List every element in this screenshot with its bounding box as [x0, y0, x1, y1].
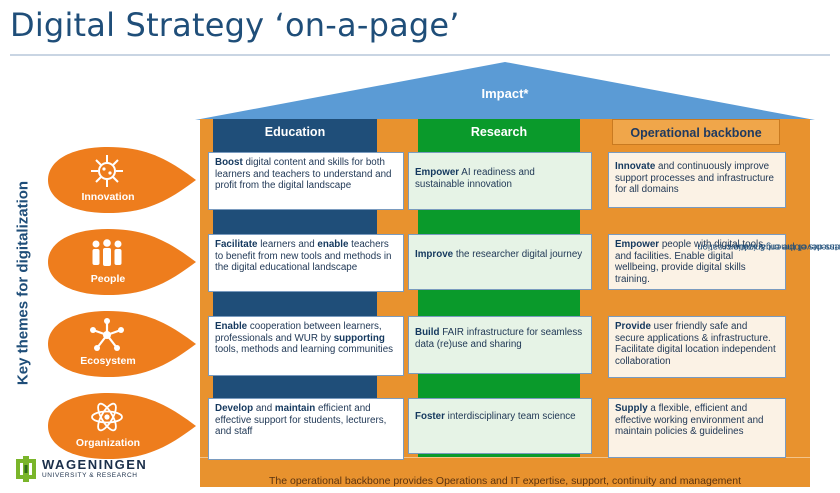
innovation-operations-cell: Innovate and continuously improve suppor… — [608, 152, 786, 208]
innovation-research-cell: Empower AI readiness and sustainable inn… — [408, 152, 592, 210]
people-icon — [92, 239, 122, 266]
atom-icon — [91, 402, 123, 432]
wur-logo-icon — [16, 456, 36, 482]
people-research-cell: Improve the researcher digital journey — [408, 234, 592, 290]
title-divider — [10, 54, 830, 56]
innovation-education-cell: Boost digital content and skills for bot… — [208, 152, 404, 210]
operations-header: Operational backbone — [612, 119, 780, 145]
impact-footnote: * Impact includes all business developme… — [697, 241, 840, 253]
logo-subtitle: UNIVERSITY & RESEARCH — [42, 472, 138, 479]
research-header: Research — [470, 125, 528, 139]
key-themes-label: Key themes for digitalization — [14, 180, 32, 386]
theme-label: Ecosystem — [80, 355, 136, 367]
education-header: Education — [264, 125, 326, 139]
theme-label: People — [90, 273, 126, 285]
wageningen-logo: WAGENINGEN UNIVERSITY & RESEARCH — [14, 456, 174, 484]
virus-icon — [91, 155, 123, 187]
theme-innovation: Innovation — [46, 145, 198, 215]
network-icon — [90, 318, 124, 351]
ecosystem-operations-cell: Provide user friendly safe and secure ap… — [608, 316, 786, 378]
page-title: Digital Strategy ‘on-a-page’ — [10, 6, 460, 44]
organization-education-cell: Develop and maintain efficient and effec… — [208, 398, 404, 460]
logo-name: WAGENINGEN — [42, 457, 148, 472]
theme-organization: Organization — [46, 391, 198, 461]
organization-operations-cell: Supply a flexible, efficient and effecti… — [608, 398, 786, 458]
ecosystem-research-cell: Build FAIR infrastructure for seamless d… — [408, 316, 592, 374]
theme-ecosystem: Ecosystem — [46, 309, 198, 379]
theme-label: Innovation — [81, 191, 135, 203]
footer-band — [200, 457, 810, 487]
people-operations-cell: Empower people with digital tools and fa… — [608, 234, 786, 290]
theme-label: Organization — [75, 437, 141, 449]
people-education-cell: Facilitate learners and enable teachers … — [208, 234, 404, 292]
theme-people: People — [46, 227, 198, 297]
impact-label: Impact* — [481, 86, 529, 101]
impact-roof — [195, 62, 815, 120]
organization-research-cell: Foster interdisciplinary team science — [408, 398, 592, 454]
footer-text: The operational backbone provides Operat… — [268, 475, 741, 487]
ecosystem-education-cell: Enable cooperation between learners, pro… — [208, 316, 404, 376]
